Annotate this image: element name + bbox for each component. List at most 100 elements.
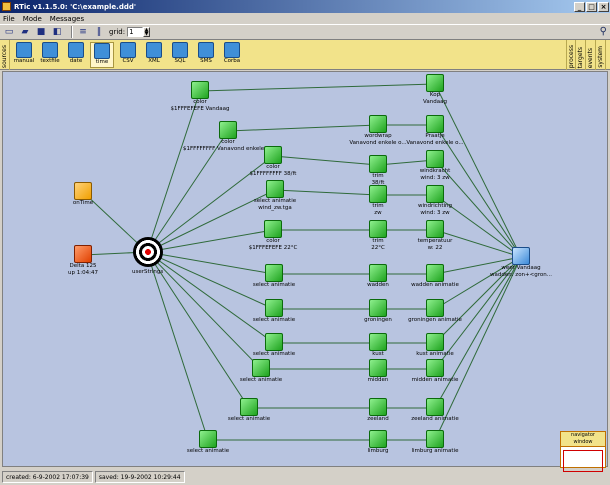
node-sublabel: 38/ft <box>371 179 385 186</box>
navigator-window[interactable]: navigator window <box>560 431 606 472</box>
save-as-icon[interactable]: ◧ <box>52 27 62 37</box>
menu-file[interactable]: File <box>3 14 15 23</box>
node-r11[interactable]: limburg animatie <box>390 430 480 455</box>
palette-item-sms[interactable]: SMS <box>194 42 218 68</box>
new-file-icon[interactable]: ▭ <box>4 27 14 37</box>
tab-targets[interactable]: targets <box>576 40 586 70</box>
node-m10[interactable]: zeeland <box>333 398 423 423</box>
node-label: midden <box>367 377 389 383</box>
palette-item-sql[interactable]: SQL <box>168 42 192 68</box>
edge-r1-c1 <box>199 83 436 92</box>
node-sublabel: Vanavond enkele o... <box>349 139 407 146</box>
cube-icon <box>426 264 444 282</box>
pin-icon[interactable]: ⚲ <box>599 26 607 37</box>
palette-item-corba[interactable]: Corba <box>220 42 244 68</box>
node-c3[interactable]: color$1FFFFFFFF 38/ft <box>228 146 318 177</box>
edge-weer-r2 <box>434 124 522 258</box>
node-r10[interactable]: zeeland animatie <box>390 398 480 423</box>
node-label: groningen <box>364 317 392 323</box>
palette-item-textfile[interactable]: textfile <box>38 42 62 68</box>
node-c5[interactable]: color$1FFFEFEFE 22°C <box>228 220 318 251</box>
node-sublabel: 22°C <box>371 244 385 251</box>
node-c10[interactable]: select animatie <box>204 398 294 423</box>
node-r7[interactable]: groningen animatie <box>390 299 480 324</box>
align-horizontal-icon[interactable]: ≡ <box>79 27 87 37</box>
open-folder-icon[interactable]: ▰ <box>21 27 29 37</box>
menu-bar: File Mode Messages <box>0 13 610 24</box>
userstrings-target-icon[interactable] <box>133 237 163 267</box>
grid-spinner[interactable]: ▲▼ <box>143 27 151 37</box>
cube-icon <box>369 185 387 203</box>
node-m9[interactable]: midden <box>333 359 423 384</box>
edge-weer-r7 <box>434 256 522 310</box>
palette-item-manual[interactable]: manual <box>12 42 36 68</box>
navigator-preview[interactable] <box>561 447 605 475</box>
node-c11[interactable]: select animatie <box>163 430 253 455</box>
menu-mode[interactable]: Mode <box>22 14 42 23</box>
node-sublabel: zw <box>374 209 382 216</box>
node-sublabel: w: 22 <box>427 244 443 251</box>
node-ontime[interactable]: onTime <box>38 182 128 207</box>
palette-item-xml[interactable]: XML <box>142 42 166 68</box>
palette-item-csv[interactable]: CSV <box>116 42 140 68</box>
cube-icon <box>266 180 284 198</box>
graph-edges <box>82 83 522 441</box>
close-button[interactable]: × <box>598 1 609 12</box>
tab-system[interactable]: system <box>596 40 606 70</box>
palette-item-label: SMS <box>200 58 212 64</box>
cube-icon <box>265 264 283 282</box>
node-m6[interactable]: wadden <box>333 264 423 289</box>
cube-icon <box>240 398 258 416</box>
node-c7[interactable]: select animatie <box>229 299 319 324</box>
cube-icon <box>426 359 444 377</box>
tab-events[interactable]: events <box>586 40 596 70</box>
tab-sources[interactable]: sources <box>0 40 10 70</box>
maximize-button[interactable]: □ <box>586 1 597 12</box>
grid-input[interactable]: 1 <box>127 27 144 37</box>
node-c8[interactable]: select animatie <box>229 333 319 358</box>
palette-item-label: SQL <box>174 58 186 64</box>
palette-item-time[interactable]: time <box>90 42 114 68</box>
node-r8[interactable]: kust animatie <box>390 333 480 358</box>
node-r6[interactable]: wadden animatie <box>390 264 480 289</box>
node-c6[interactable]: select animatie <box>229 264 319 289</box>
node-m8[interactable]: kust <box>333 333 423 358</box>
node-m11[interactable]: limburg <box>333 430 423 455</box>
node-c2[interactable]: color$1FFFFFFFF Vanavond enkele o... <box>183 121 274 152</box>
edge-hub-c10 <box>146 251 250 409</box>
node-c9[interactable]: select animatie <box>216 359 306 384</box>
node-r9[interactable]: midden animatie <box>390 359 480 384</box>
navigator-viewport[interactable] <box>563 450 603 472</box>
tab-process[interactable]: process <box>566 40 576 70</box>
node-label: Delta 125 <box>69 263 97 269</box>
sql-icon <box>172 42 188 58</box>
menu-messages[interactable]: Messages <box>49 14 85 23</box>
palette-item-date[interactable]: date <box>64 42 88 68</box>
edge-hub-c3 <box>146 155 274 253</box>
grid-label: grid: <box>109 28 126 36</box>
save-icon[interactable]: ■ <box>36 27 46 37</box>
xml-icon <box>146 42 162 58</box>
cube-icon <box>426 74 444 92</box>
edge-hub-c11 <box>146 251 209 441</box>
corba-icon <box>224 42 240 58</box>
minimize-button[interactable]: _ <box>574 1 585 12</box>
node-c1[interactable]: color$1FFFEFEFE Vandaag <box>155 81 245 112</box>
edge-hub-c6 <box>146 251 275 275</box>
node-label: zeeland animatie <box>411 416 459 422</box>
node-m7[interactable]: groningen <box>333 299 423 324</box>
align-vertical-icon[interactable]: ‖ <box>96 27 102 37</box>
